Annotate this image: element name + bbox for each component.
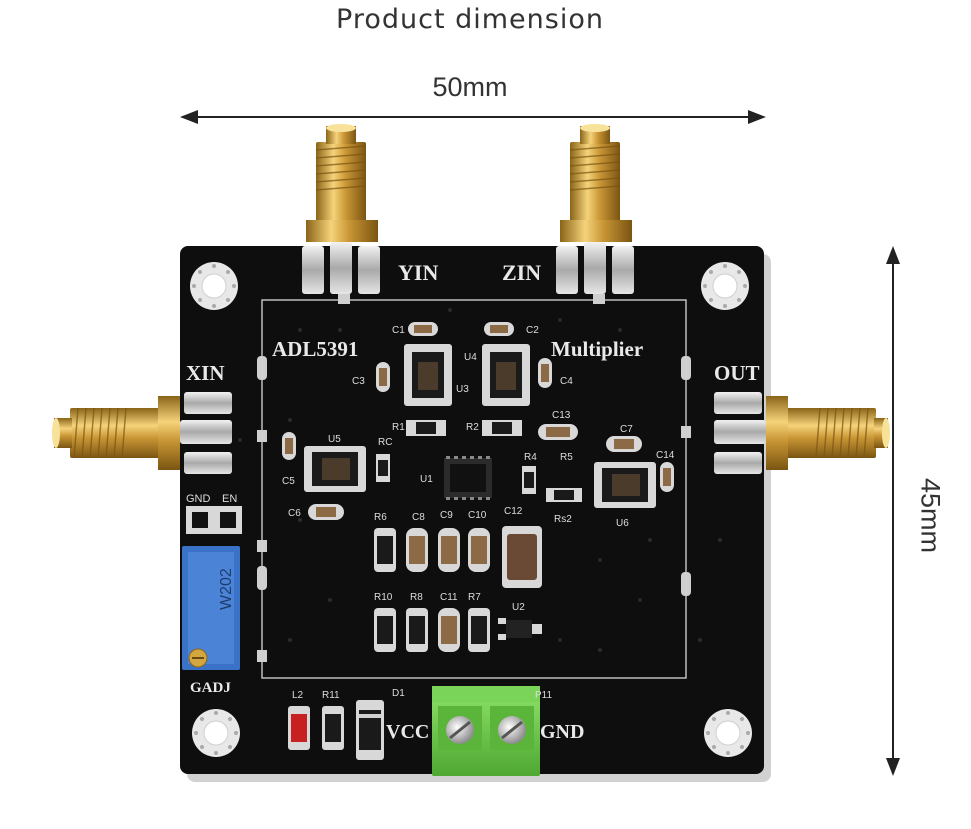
- power-terminal-block: [432, 686, 540, 776]
- smd-components: [282, 322, 674, 760]
- mounting-hole-bottom-right: [704, 709, 752, 757]
- designator-c13: C13: [552, 410, 571, 421]
- designator-u5: U5: [328, 434, 341, 445]
- out-sma-connector: [714, 392, 890, 474]
- yin-sma-connector: [302, 124, 380, 294]
- designator-r8: R8: [410, 592, 423, 603]
- terminal-designator: P11: [535, 690, 552, 701]
- transformer-u4: [482, 344, 530, 406]
- zin-label: ZIN: [502, 260, 541, 285]
- test-pads: [257, 294, 691, 662]
- designator-r2: R2: [466, 422, 479, 433]
- designator-c3: C3: [352, 376, 365, 387]
- width-dimension-label: 50mm: [432, 72, 508, 102]
- designator-u1: U1: [420, 474, 433, 485]
- mounting-hole-top-right: [701, 262, 749, 310]
- pcb-outline: [261, 299, 687, 679]
- designator-r4: R4: [524, 452, 537, 463]
- out-label: OUT: [714, 361, 760, 385]
- transformer-u5: [304, 446, 366, 492]
- gadj-label: GADJ: [190, 680, 231, 696]
- designator-c8: C8: [412, 512, 425, 523]
- function-label: Multiplier: [551, 337, 643, 361]
- potentiometer-marking: W202: [218, 568, 235, 610]
- designator-c9: C9: [440, 510, 453, 521]
- designator-c1: C1: [392, 325, 405, 336]
- gnd-pin-label: GND: [186, 493, 211, 505]
- designator-r6: R6: [374, 512, 387, 523]
- designator-c6: C6: [288, 508, 301, 519]
- gnd-power-label: GND: [540, 721, 584, 743]
- zin-sma-connector: [556, 124, 634, 294]
- gnd-en-header: [186, 506, 242, 534]
- gain-potentiometer: [182, 546, 240, 670]
- designator-c2: C2: [526, 325, 539, 336]
- xin-sma-connector: [52, 392, 232, 474]
- en-pin-label: EN: [222, 493, 237, 505]
- designator-r5: R5: [560, 452, 573, 463]
- designator-u6: U6: [616, 518, 629, 529]
- transformer-u6: [594, 462, 656, 508]
- designator-c7: C7: [620, 424, 633, 435]
- designator-c4: C4: [560, 376, 573, 387]
- width-dimension-arrow: [180, 110, 766, 124]
- designator-d1: D1: [392, 688, 405, 699]
- component-designators: C1 C2 C3 C4 U4 U3 R1 R2 C13 C7 U5 RC U1 …: [282, 325, 675, 701]
- designator-u3: U3: [456, 384, 469, 395]
- chip-name-label: ADL5391: [272, 337, 358, 361]
- via-dots: [238, 308, 722, 652]
- designator-c5: C5: [282, 476, 295, 487]
- page-title: Product dimension: [336, 4, 604, 35]
- transformer-u3: [404, 344, 452, 406]
- yin-label: YIN: [398, 260, 438, 285]
- designator-rc: RC: [378, 437, 392, 448]
- designator-c14: C14: [656, 450, 675, 461]
- designator-c11: C11: [440, 592, 458, 603]
- designator-rs2: Rs2: [554, 514, 572, 525]
- height-dimension-arrow: [886, 246, 900, 776]
- vcc-label: VCC: [386, 721, 429, 743]
- designator-r1: R1: [392, 422, 405, 433]
- pcb-board: [180, 246, 764, 774]
- designator-u2: U2: [512, 602, 525, 613]
- adl5391-chip: [444, 456, 492, 500]
- designator-r10: R10: [374, 592, 393, 603]
- mounting-hole-bottom-left: [192, 709, 240, 757]
- designator-c12: C12: [504, 506, 523, 517]
- xin-label: XIN: [186, 361, 225, 385]
- designator-r11: R11: [322, 690, 340, 701]
- designator-c10: C10: [468, 510, 487, 521]
- mounting-hole-top-left: [190, 262, 238, 310]
- designator-r7: R7: [468, 592, 481, 603]
- designator-l2: L2: [292, 690, 304, 701]
- designator-u4: U4: [464, 352, 477, 363]
